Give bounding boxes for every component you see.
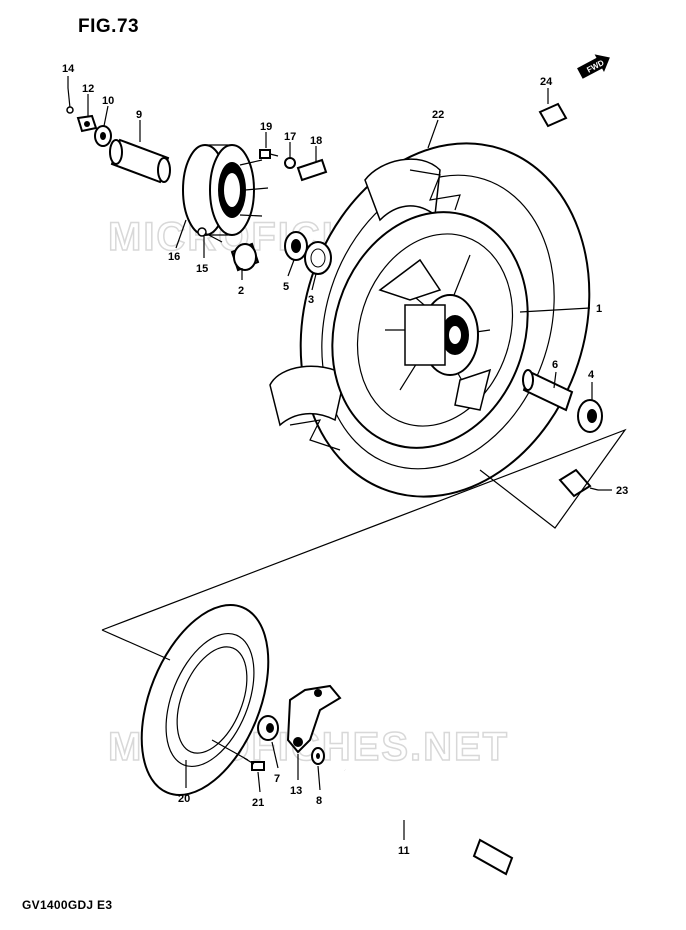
model-code: GV1400GDJ E3 (22, 898, 113, 912)
wheel-bearing (577, 399, 603, 433)
callout-23: 23 (616, 485, 628, 497)
axle-washer (311, 747, 325, 765)
callout-8: 8 (316, 795, 322, 807)
lock-washer (284, 157, 296, 169)
tire-valve (558, 468, 599, 498)
nut (76, 114, 98, 133)
callout-1: 1 (596, 303, 602, 315)
callout-20: 20 (178, 793, 190, 805)
callout-21: 21 (252, 797, 264, 809)
torque-link (286, 684, 342, 754)
callout-10: 10 (102, 95, 114, 107)
bearing (304, 241, 332, 275)
lock-plate (296, 158, 328, 182)
wheel-rim (331, 211, 529, 449)
bolt (259, 149, 279, 159)
callout-4: 4 (588, 369, 595, 381)
callout-11: 11 (398, 845, 410, 857)
callout-16: 16 (168, 251, 180, 263)
spacer-sleeve (109, 138, 171, 184)
callout-22: 22 (432, 109, 444, 121)
stud-bolt (197, 227, 223, 243)
hub-damper (230, 242, 260, 272)
brake-disc (140, 604, 270, 796)
callout-24: 24 (540, 76, 553, 88)
cotter-pin (66, 87, 74, 114)
callout-6: 6 (552, 359, 558, 371)
callout-19: 19 (260, 121, 272, 133)
fwd-arrow-icon: FWD (577, 54, 610, 79)
callout-17: 17 (284, 131, 296, 143)
oil-seal (284, 231, 308, 261)
callout-12: 12 (82, 83, 94, 95)
callout-9: 9 (136, 109, 142, 121)
figure-title: FIG.73 (78, 16, 140, 37)
callout-14: 14 (62, 63, 75, 75)
rear-axle (344, 768, 514, 876)
callout-5: 5 (283, 281, 289, 293)
callout-18: 18 (310, 135, 322, 147)
collar (257, 715, 279, 741)
callout-7: 7 (274, 773, 280, 785)
callout-13: 13 (290, 785, 302, 797)
wheel-spacer (522, 369, 574, 412)
callout-15: 15 (196, 263, 208, 275)
callout-labels: 14 12 10 9 19 17 18 22 24 16 15 2 5 3 1 … (62, 63, 628, 857)
hub-drum (182, 144, 269, 236)
leader-lines (67, 76, 627, 840)
washer (94, 125, 112, 147)
balance-weight (538, 102, 568, 128)
callout-2: 2 (238, 285, 244, 297)
callout-3: 3 (308, 294, 314, 306)
